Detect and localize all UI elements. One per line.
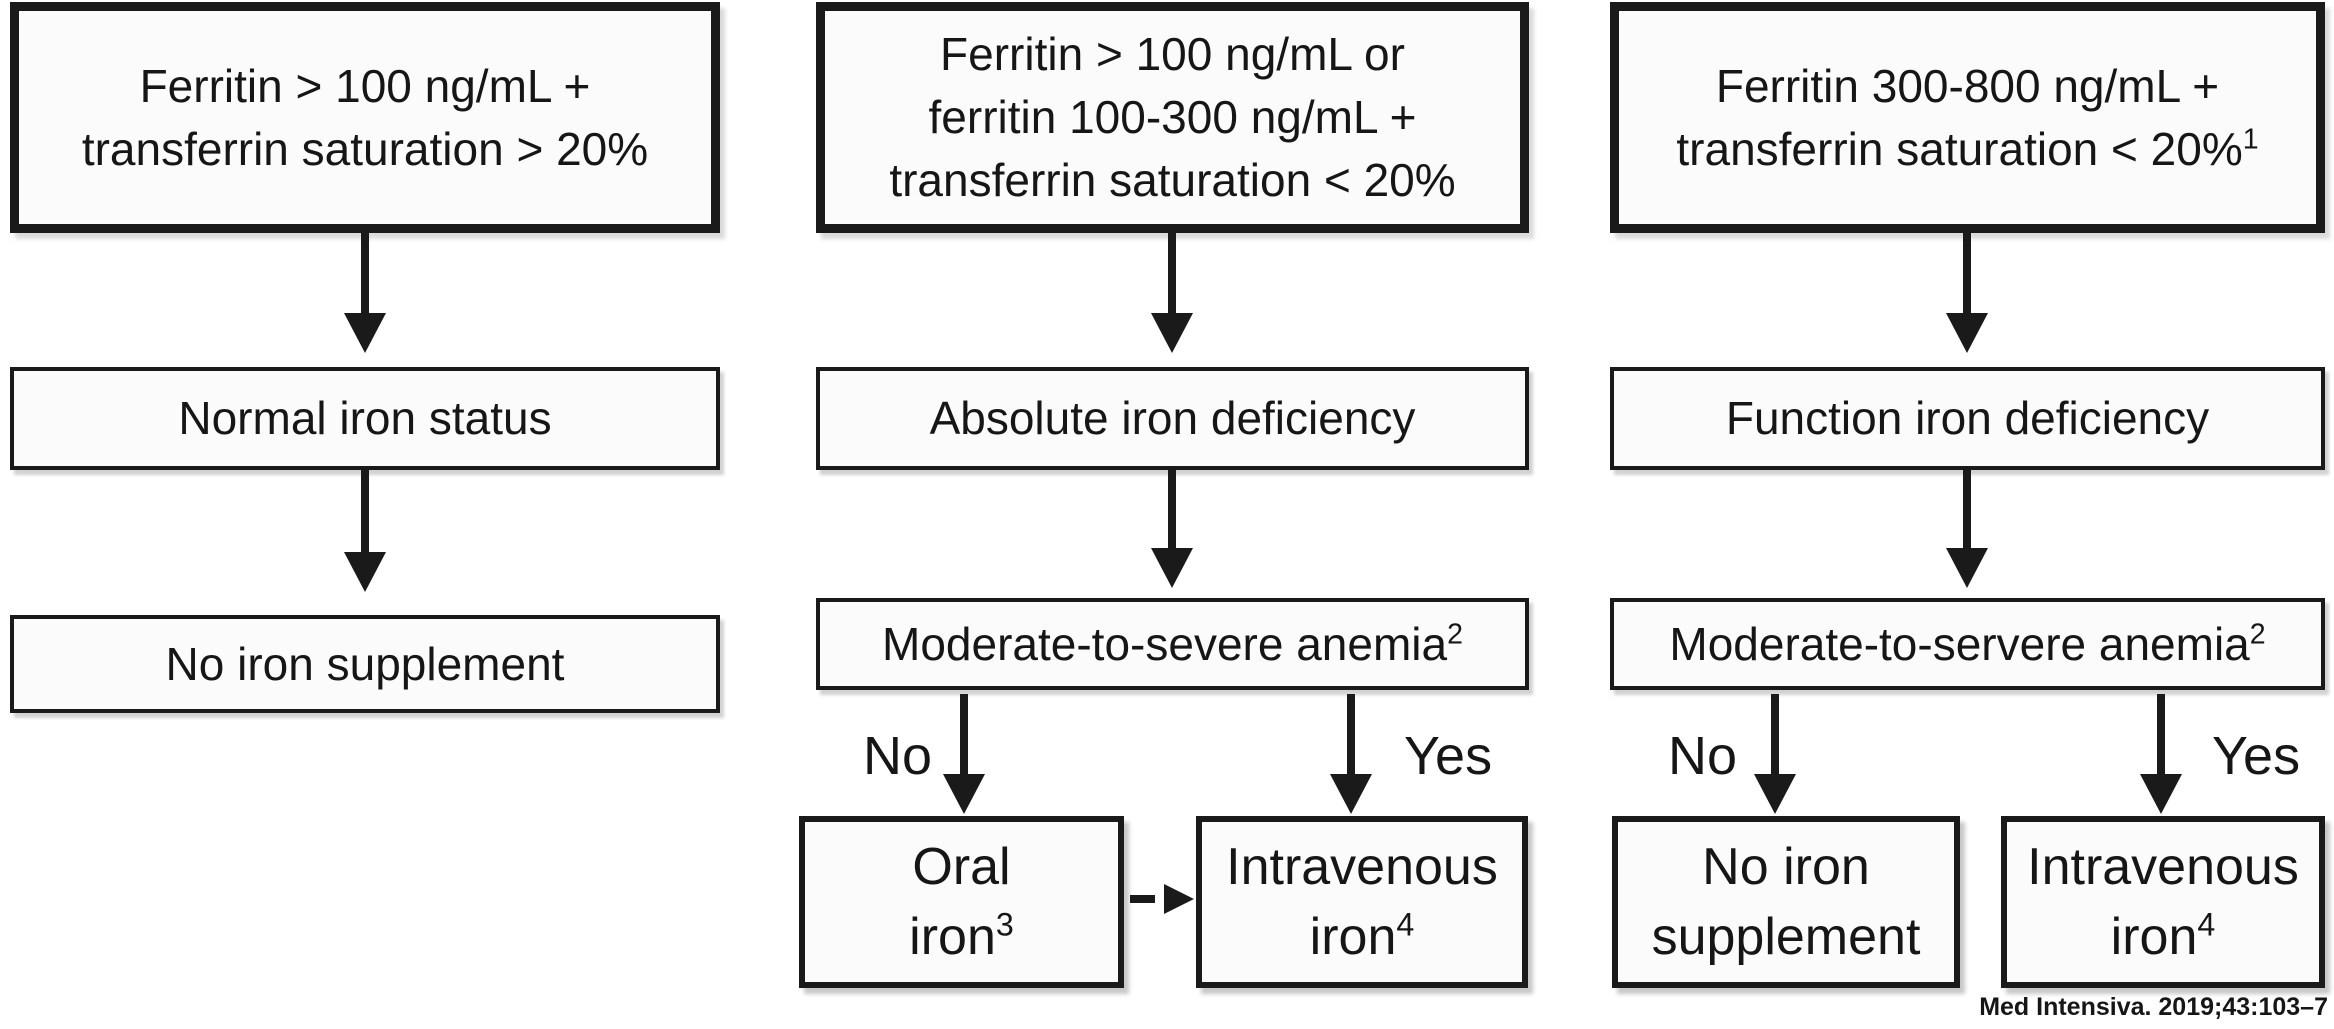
- criteria-line: ferritin 100-300 ng/mL +: [928, 91, 1417, 143]
- arrow-shaft: [1963, 233, 1971, 319]
- no-label: No: [1668, 726, 1738, 786]
- outcome-label: No iron supplement: [165, 637, 565, 690]
- down-arrow: [1150, 233, 1194, 353]
- outcome-line: No iron: [1702, 838, 1870, 896]
- criteria-line: Ferritin > 100 ng/mL or: [940, 28, 1405, 80]
- status-label: Absolute iron deficiency: [929, 392, 1416, 444]
- footnote-marker: 4: [1396, 906, 1415, 943]
- criteria-box-absolute-deficiency: Ferritin > 100 ng/mL or ferritin 100-300…: [816, 2, 1529, 233]
- outcome-line: supplement: [1651, 908, 1921, 966]
- arrow-shaft: [1347, 694, 1355, 780]
- down-arrow: [343, 233, 387, 353]
- outcome-line: iron4: [2111, 902, 2216, 972]
- criteria-line: transferrin saturation < 20%: [889, 154, 1456, 206]
- criteria-line: transferrin saturation < 20%1: [1676, 118, 2258, 181]
- decision-text: Moderate-to-servere anemia: [1669, 617, 2250, 670]
- arrow-head: [1151, 313, 1193, 353]
- dashed-right-arrow: [1128, 884, 1194, 914]
- arrow-shaft: [1168, 470, 1176, 554]
- arrow-head: [1946, 313, 1988, 353]
- outcome-text: iron: [2110, 908, 2198, 966]
- arrow-head: [1946, 548, 1988, 588]
- status-label: Normal iron status: [178, 392, 552, 444]
- criteria-line: Ferritin > 100 ng/mL +: [139, 59, 591, 112]
- decision-text: Moderate-to-severe anemia: [882, 617, 1448, 670]
- footnote-marker: 2: [2249, 618, 2266, 651]
- journal-citation: Med Intensiva. 2019;43:103–7: [1979, 993, 2328, 1021]
- arrow-shaft: [361, 233, 369, 319]
- outcome-line: iron3: [909, 902, 1014, 972]
- arrow-shaft: [1963, 470, 1971, 554]
- outcome-line: Intravenous: [1226, 838, 1498, 896]
- arrow-head: [344, 552, 386, 592]
- criteria-line: Ferritin 300-800 ng/mL +: [1715, 59, 2220, 112]
- arrow-head: [1754, 774, 1796, 814]
- status-box-normal-iron: Normal iron status: [10, 367, 720, 470]
- arrow-dash: [1130, 895, 1155, 903]
- status-box-functional-deficiency: Function iron deficiency: [1610, 367, 2325, 470]
- decision-label: Moderate-to-servere anemia2: [1669, 613, 2265, 676]
- footnote-marker: 3: [995, 906, 1014, 943]
- outcome-box-no-iron-supplement: No iron supplement: [1612, 816, 1960, 988]
- arrow-head: [344, 313, 386, 353]
- status-box-absolute-deficiency: Absolute iron deficiency: [816, 367, 1529, 470]
- arrow-shaft: [1168, 233, 1176, 319]
- yes-label: Yes: [2212, 726, 2301, 786]
- arrow-head: [943, 774, 985, 814]
- status-label: Function iron deficiency: [1725, 392, 2210, 444]
- outcome-box-intravenous-iron: Intravenous iron4: [2001, 816, 2325, 988]
- no-label: No: [863, 726, 933, 786]
- no-branch-arrow: [942, 694, 986, 814]
- criteria-text: transferrin saturation < 20%: [1676, 122, 2243, 175]
- outcome-box-intravenous-iron: Intravenous iron4: [1196, 816, 1528, 988]
- footnote-marker: 2: [1447, 618, 1463, 651]
- down-arrow: [343, 470, 387, 592]
- decision-box-anemia: Moderate-to-severe anemia2: [816, 598, 1529, 690]
- outcome-text: iron: [909, 908, 996, 966]
- yes-branch-arrow: [1329, 694, 1373, 814]
- down-arrow: [1945, 233, 1989, 353]
- yes-branch-arrow: [2139, 694, 2183, 814]
- arrow-shaft: [361, 470, 369, 558]
- decision-box-anemia: Moderate-to-servere anemia2: [1610, 598, 2325, 690]
- outcome-line: Oral: [912, 838, 1011, 896]
- arrow-shaft: [960, 694, 968, 780]
- arrow-shaft: [2157, 694, 2165, 780]
- arrow-head: [1330, 774, 1372, 814]
- outcome-box-no-iron-supplement: No iron supplement: [10, 615, 720, 713]
- yes-label: Yes: [1404, 726, 1493, 786]
- outcome-line: iron4: [1310, 902, 1415, 972]
- down-arrow: [1945, 470, 1989, 588]
- down-arrow: [1150, 470, 1194, 588]
- footnote-marker: 1: [2242, 123, 2259, 156]
- arrow-head: [1151, 548, 1193, 588]
- criteria-box-normal-iron: Ferritin > 100 ng/mL + transferrin satur…: [10, 2, 720, 233]
- outcome-text: iron: [1309, 908, 1397, 966]
- arrow-shaft: [1771, 694, 1779, 780]
- criteria-box-functional-deficiency: Ferritin 300-800 ng/mL + transferrin sat…: [1610, 2, 2325, 233]
- no-branch-arrow: [1753, 694, 1797, 814]
- arrow-head: [2140, 774, 2182, 814]
- decision-label: Moderate-to-severe anemia2: [882, 613, 1463, 676]
- criteria-line: transferrin saturation > 20%: [81, 122, 649, 175]
- footnote-marker: 4: [2197, 906, 2216, 943]
- outcome-line: Intravenous: [2027, 838, 2299, 896]
- arrow-head: [1164, 884, 1194, 914]
- outcome-box-oral-iron: Oral iron3: [799, 816, 1124, 988]
